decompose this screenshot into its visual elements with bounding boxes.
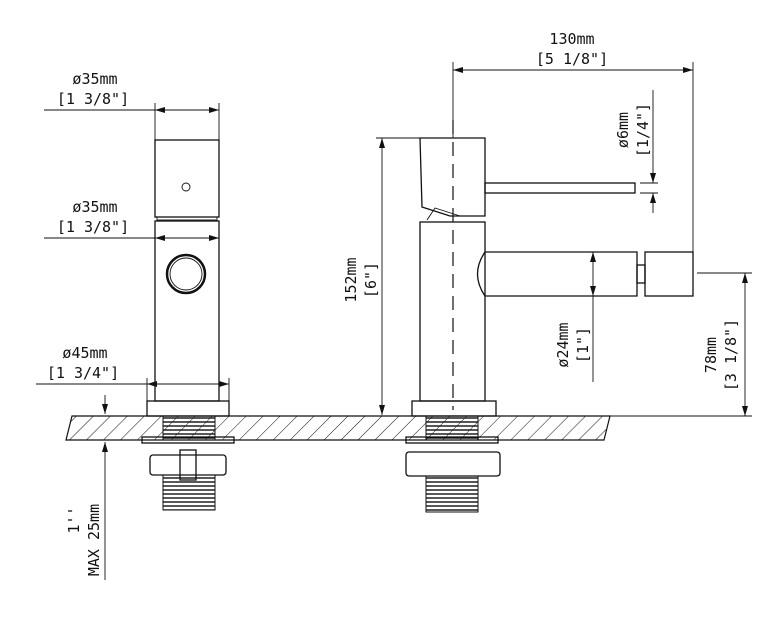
lever xyxy=(484,182,636,194)
dim-label: 78mm xyxy=(702,337,720,373)
front-view-faucet xyxy=(405,120,694,513)
dim-label: [1 3/8"] xyxy=(57,90,129,108)
handle-cap xyxy=(154,139,220,218)
spout-aerator xyxy=(644,251,694,297)
dim-label: [6"] xyxy=(362,262,380,298)
dim-height: 152mm [6"] xyxy=(342,137,420,415)
dim-label: [5 1/8"] xyxy=(536,50,608,68)
dim-label: ø6mm xyxy=(614,112,632,148)
spout xyxy=(476,251,638,297)
dim-label: ø35mm xyxy=(72,70,117,88)
dim-max-deck: 1'' MAX 25mm xyxy=(65,395,108,580)
dim-label: [1"] xyxy=(574,327,592,363)
dim-label: [3 1/8"] xyxy=(722,319,740,391)
dim-lever-diameter: ø6mm [1/4"] xyxy=(614,90,658,213)
dim-label: [1 3/4"] xyxy=(47,364,119,382)
dim-spout-height: 78mm [3 1/8"] xyxy=(610,272,752,417)
threaded-tail xyxy=(162,474,216,511)
dim-label: ø35mm xyxy=(72,198,117,216)
dim-label: [1/4"] xyxy=(634,103,652,157)
dim-base-diameter: ø45mm [1 3/4"] xyxy=(36,344,230,401)
dim-label: ø24mm xyxy=(554,322,572,367)
dim-spout-diameter: ø24mm [1"] xyxy=(554,252,596,382)
dim-label: ø45mm xyxy=(62,344,107,362)
base-flange xyxy=(146,400,230,417)
dim-label: 152mm xyxy=(342,257,360,302)
dim-label: 1'' xyxy=(65,506,83,533)
mounting-nut xyxy=(149,454,227,476)
dim-reach: 130mm [5 1/8"] xyxy=(452,30,694,252)
base-flange xyxy=(411,400,497,417)
dim-label: [1 3/8"] xyxy=(57,218,129,236)
faucet-body xyxy=(154,220,220,402)
set-screw-icon xyxy=(181,182,191,192)
spout-outlet-icon xyxy=(165,253,207,295)
dim-body-diameter: ø35mm [1 3/8"] xyxy=(44,198,219,241)
shank xyxy=(162,415,216,441)
side-view-faucet xyxy=(141,139,235,511)
dim-top-diameter: ø35mm [1 3/8"] xyxy=(44,70,220,140)
mounting-nut xyxy=(405,451,501,477)
handle-cap xyxy=(419,137,486,217)
dim-label: MAX 25mm xyxy=(85,504,103,576)
dim-label: 130mm xyxy=(549,30,594,48)
